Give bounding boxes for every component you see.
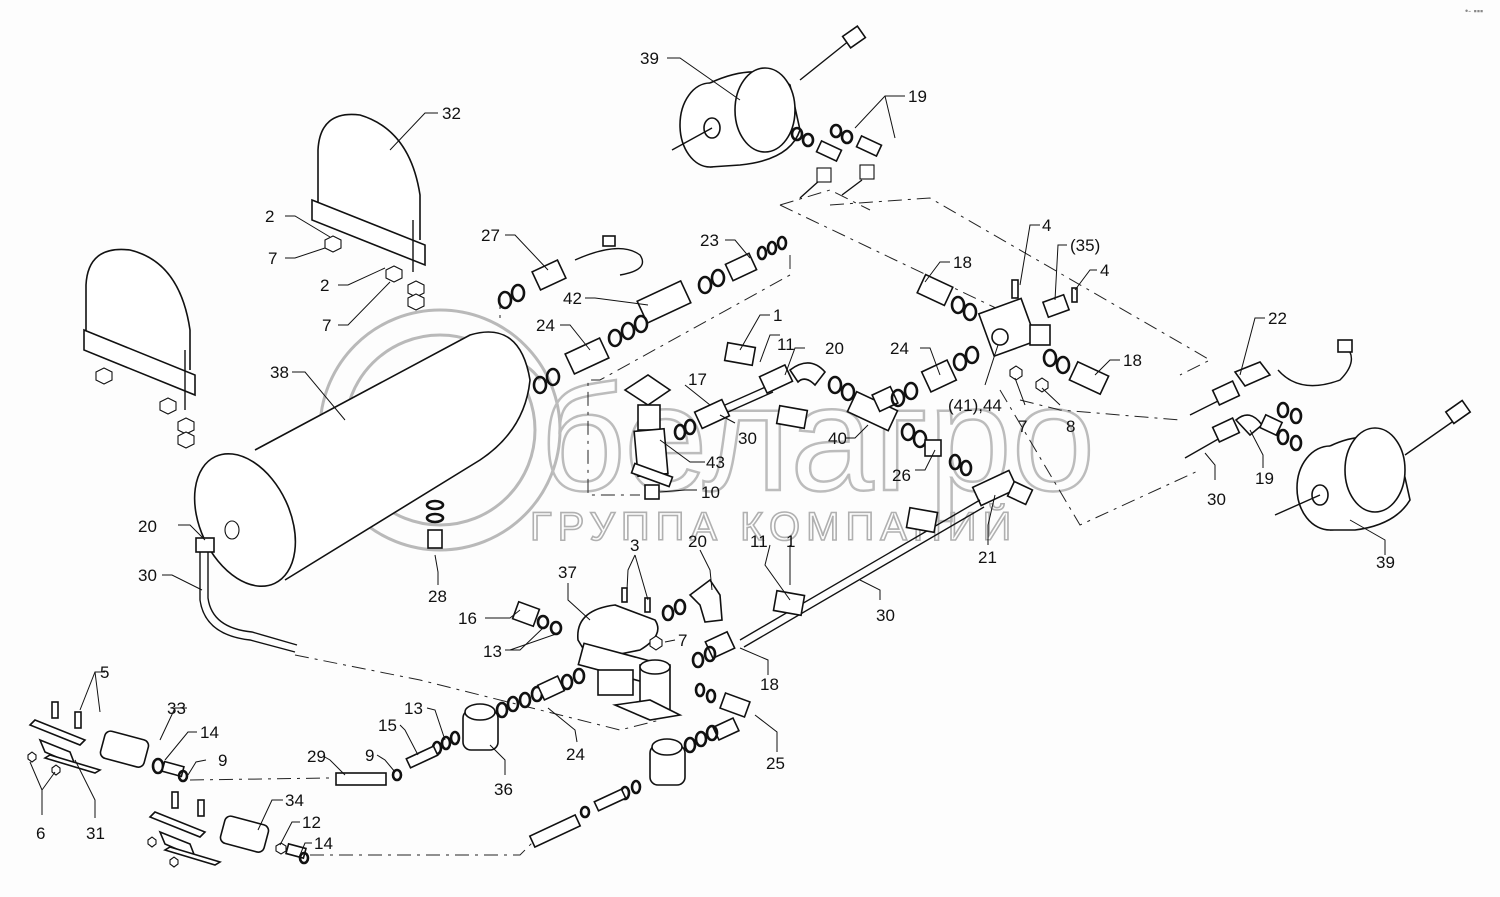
callout-11: 11 [777,335,795,354]
valve-41-44 [916,273,1110,396]
callout-24: 24 [566,745,585,764]
callout-22: 22 [1268,309,1287,328]
callout-7: 7 [678,631,687,650]
filter-36-upper [335,695,520,786]
callout-15: 15 [378,716,397,735]
callout-40: 40 [828,429,847,448]
corner-mark: •‑ ▪▪▪ [1465,6,1483,16]
valve-43 [623,374,674,500]
coupling-bracket-upper [27,701,189,783]
callout-31: 31 [86,824,105,843]
callout-20: 20 [825,339,844,358]
callout-24: 24 [890,339,909,358]
callout-9: 9 [365,746,374,765]
callout-29: 29 [307,747,326,766]
callout-11: 11 [750,532,768,551]
callout-14: 14 [200,723,219,742]
callout-28: 28 [428,587,447,606]
cross-fitting-21 [739,469,1034,648]
callout-30: 30 [1207,490,1226,509]
callout-41-44: (41),44 [948,396,1002,415]
callout-23: 23 [700,231,719,250]
fitting-chain-middle [673,341,980,477]
callout-13: 13 [483,642,502,661]
callout-1: 1 [773,306,782,325]
callout-9: 9 [218,751,227,770]
right-brake-assembly [1184,339,1472,531]
callout-26: 26 [892,466,911,485]
callout-25: 25 [766,754,785,773]
relay-valve-37 [511,578,751,742]
callout-13: 13 [404,699,423,718]
callout-32: 32 [442,104,461,123]
callout-5: 5 [100,663,109,682]
callout-30: 30 [138,566,157,585]
callout-18: 18 [1123,351,1142,370]
callout-7: 7 [1018,417,1027,436]
callout-16: 16 [458,609,477,628]
callout-20: 20 [688,532,707,551]
coupling-bracket-lower [147,791,310,868]
callout-7: 7 [322,316,331,335]
callout-21: 21 [978,548,997,567]
callout-8: 8 [1066,417,1075,436]
callout-1: 1 [786,532,795,551]
callout-18: 18 [953,253,972,272]
callout-30: 30 [738,429,757,448]
callout-19: 19 [1255,469,1274,488]
callout-18: 18 [760,675,779,694]
callout-34: 34 [285,791,304,810]
callout-36: 36 [494,780,513,799]
callout-17: 17 [688,370,707,389]
callout-43: 43 [706,453,725,472]
callout-6: 6 [36,824,45,843]
callout-27: 27 [481,226,500,245]
callout-4: 4 [1042,216,1051,235]
callout-10: 10 [701,483,720,502]
callout-20: 20 [138,517,157,536]
callout-labels: 39 19 32 2 7 2 7 27 23 42 24 4 (35) 4 18… [36,49,1395,853]
callout-33: 33 [167,699,186,718]
fitting-chain-upper [497,235,788,395]
callout-37: 37 [558,563,577,582]
callout-4: 4 [1100,261,1109,280]
callout-38: 38 [270,363,289,382]
pipe-30-tank [195,537,298,653]
elbow-fittings-19-top [790,123,883,199]
air-tank [193,331,531,588]
callout-39: 39 [640,49,659,68]
callout-39: 39 [1376,553,1395,572]
callout-30: 30 [876,606,895,625]
callout-19: 19 [908,87,927,106]
filter-36-lower [528,724,719,849]
tank-clamp-left [83,248,196,449]
leader-lines [29,57,1386,856]
callout-7: 7 [268,249,277,268]
callout-12: 12 [302,813,321,832]
watermark-subtitle: ГРУППА КОМПАНИЙ [530,503,1017,549]
callout-35: (35) [1070,236,1100,255]
callout-2: 2 [265,207,274,226]
callout-2: 2 [320,276,329,295]
callout-14: 14 [314,834,333,853]
callout-24: 24 [536,316,555,335]
callout-3: 3 [630,536,639,555]
callout-42: 42 [563,289,582,308]
brake-chamber-top [671,24,867,168]
